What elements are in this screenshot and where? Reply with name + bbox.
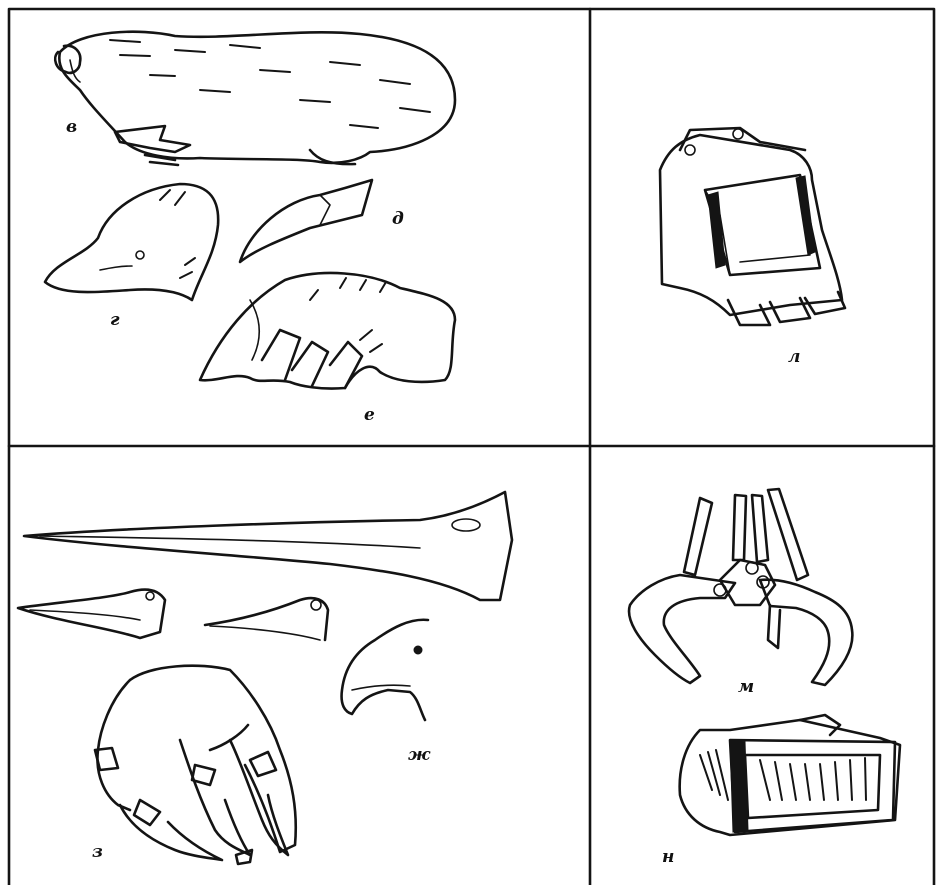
label-z: з <box>92 842 103 862</box>
panel-bottom-left: ж з <box>18 492 512 864</box>
mole-snout-drawing <box>45 184 218 300</box>
label-l: л <box>788 347 800 367</box>
loader-bucket-drawing <box>680 715 900 835</box>
excavator-bucket-drawing <box>660 128 845 325</box>
short-beak-left-drawing <box>18 590 165 638</box>
grab-drawing <box>629 489 852 685</box>
label-zh: ж <box>408 745 431 765</box>
raptor-talon-drawing <box>95 666 296 864</box>
panel-bottom-right: м н <box>629 489 900 867</box>
label-m: м <box>738 677 754 697</box>
bucket-hatching <box>700 750 866 800</box>
mole-paw-drawing <box>200 273 455 389</box>
long-beak-drawing <box>24 492 512 600</box>
mole-claw-drawing <box>240 180 372 262</box>
panel-grid <box>9 9 934 885</box>
label-v: в <box>66 117 77 137</box>
label-n: н <box>662 847 674 867</box>
panel-top-left: в г д е <box>45 32 455 425</box>
eagle-head-drawing <box>342 620 428 720</box>
label-e: е <box>364 405 375 425</box>
fur-hatching <box>110 40 430 128</box>
mole-body-drawing <box>55 32 455 165</box>
label-d: д <box>392 209 404 229</box>
short-beak-right-drawing <box>205 598 328 640</box>
label-g: г <box>110 310 120 330</box>
panel-top-right: л <box>660 128 845 367</box>
